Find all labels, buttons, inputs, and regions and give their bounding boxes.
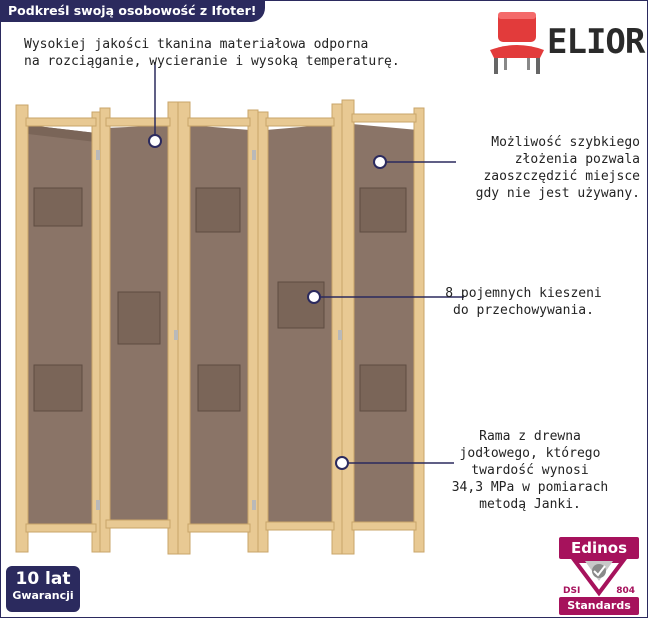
feature-frame: Rama z drewna jodłowego, którego twardoś… — [451, 429, 609, 512]
warranty-years: 10 lat — [15, 569, 71, 589]
red-chair-icon — [490, 12, 544, 74]
feature-fabric: Wysokiej jakości tkanina materiałowa odp… — [24, 37, 400, 69]
feature-pockets: 8 pojemnych kieszeni do przechowywania. — [445, 286, 602, 318]
certificate-dsi: DSI — [563, 586, 581, 596]
certificate-emblem-icon — [571, 559, 627, 597]
panel-5 — [341, 99, 425, 555]
certificate-brand: Edinos — [559, 537, 639, 559]
warranty-label: Gwarancji — [12, 589, 74, 602]
panel-3 — [177, 101, 259, 555]
callout-1 — [148, 62, 162, 148]
callout-2 — [373, 155, 456, 169]
certificate-standards: Standards — [559, 597, 639, 615]
callout-4 — [335, 456, 454, 470]
feature-folding: Możliwość szybkiego złożenia pozwala zao… — [475, 135, 640, 201]
panel-2 — [99, 101, 181, 555]
certificate-number: 804 — [616, 586, 635, 596]
panel-4 — [257, 103, 345, 555]
top-banner: Podkreśl swoją osobowość z Ifoter! — [0, 0, 265, 22]
warranty-badge: 10 lat Gwarancji — [6, 566, 80, 612]
logo — [490, 12, 544, 74]
brand-name: ELIOR — [547, 22, 645, 62]
callout-3 — [307, 290, 464, 304]
edinos-certificate: Edinos DSI 804 Standards — [559, 537, 639, 615]
panel-1 — [15, 104, 103, 553]
